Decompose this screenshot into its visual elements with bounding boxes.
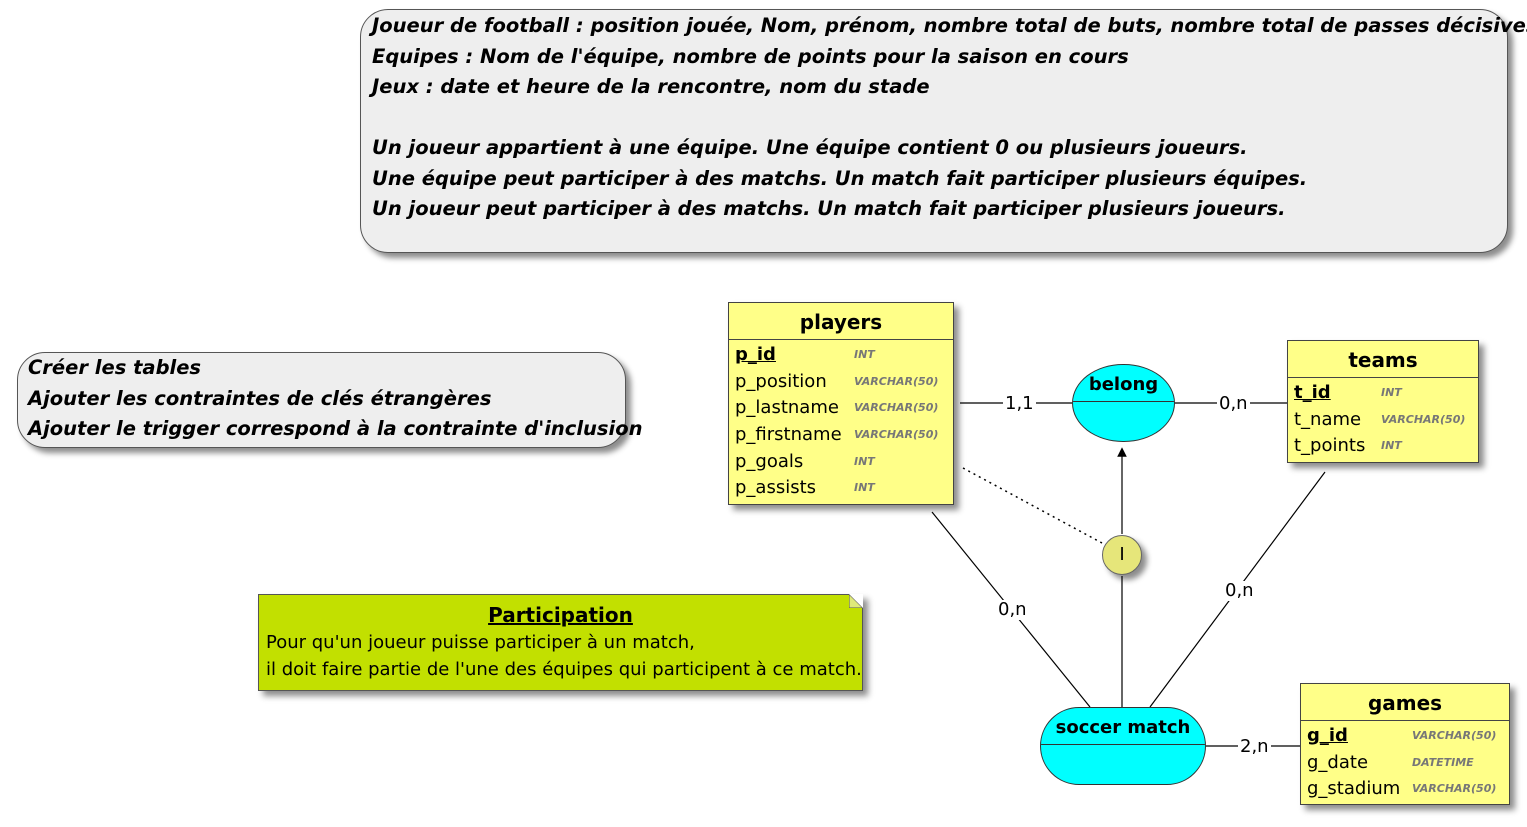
games-attr-row: g_id VARCHAR(50)	[1307, 723, 1509, 750]
attr-name: p_lastname	[735, 397, 839, 419]
players-attr-row: p_position VARCHAR(50)	[735, 369, 953, 396]
attr-type: VARCHAR(50)	[854, 428, 939, 442]
attr-name: p_id	[735, 344, 776, 365]
attr-type: INT	[854, 348, 875, 361]
note-line: Un joueur appartient à une équipe. Une é…	[372, 136, 1248, 159]
attr-name: p_position	[735, 370, 827, 392]
belong-association[interactable]: belong	[1072, 364, 1175, 442]
memo-fold-corner	[849, 594, 863, 608]
cardinality-players-belong: 1,1	[1003, 393, 1036, 414]
note-line	[372, 103, 1507, 134]
teams-attr-row: t_id INT	[1294, 380, 1478, 407]
requirements-note: Joueur de football : position jouée, Nom…	[360, 9, 1527, 253]
dotted-constraint-players	[962, 467, 1103, 544]
attr-name: t_name	[1294, 408, 1362, 430]
attr-type: DATETIME	[1412, 755, 1474, 769]
players-attr-row: p_goals INT	[735, 449, 953, 476]
games-attr-row: g_date DATETIME	[1307, 750, 1509, 777]
attr-type: VARCHAR(50)	[1381, 412, 1466, 426]
memo-line: Pour qu'un joueur puisse participer à un…	[266, 632, 695, 653]
attr-type: INT	[854, 454, 875, 468]
participation-memo: Participation Pour qu'un joueur puisse p…	[258, 594, 863, 691]
games-attr-row: g_stadium VARCHAR(50)	[1307, 776, 1509, 803]
players-attr-row: p_lastname VARCHAR(50)	[735, 395, 953, 422]
teams-attr-row: t_name VARCHAR(50)	[1294, 407, 1478, 434]
teams-attr-row: t_points INT	[1294, 433, 1478, 460]
note-line: Joueur de football : position jouée, Nom…	[372, 14, 1527, 37]
attr-type: INT	[854, 481, 875, 495]
attr-name: t_id	[1294, 382, 1331, 403]
tasks-note: Créer les tables Ajouter les contraintes…	[17, 352, 643, 448]
soccer-match-title: soccer match	[1041, 708, 1205, 745]
task-line: Ajouter le trigger correspond à la contr…	[28, 417, 643, 440]
task-line: Ajouter les contraintes de clés étrangèr…	[28, 386, 492, 410]
attr-name: g_stadium	[1307, 778, 1401, 800]
attr-type: VARCHAR(50)	[854, 401, 939, 415]
attr-name: t_points	[1294, 435, 1366, 457]
attr-type: VARCHAR(50)	[1412, 729, 1497, 742]
attr-type: VARCHAR(50)	[1412, 782, 1497, 796]
attr-type: INT	[1381, 386, 1402, 399]
players-attr-row: p_assists INT	[735, 475, 953, 502]
teams-title: teams	[1288, 341, 1478, 378]
cardinality-belong-teams: 0,n	[1217, 393, 1250, 414]
cardinality-match-games: 2,n	[1238, 736, 1271, 757]
inclusion-constraint[interactable]: I	[1102, 535, 1142, 575]
attr-type: INT	[1381, 439, 1402, 453]
attr-name: g_date	[1307, 751, 1369, 773]
note-line: Jeux : date et heure de la rencontre, no…	[372, 75, 930, 98]
belong-title: belong	[1073, 365, 1174, 402]
attr-type: VARCHAR(50)	[854, 374, 939, 388]
cardinality-players-match: 0,n	[996, 599, 1029, 620]
cardinality-teams-match: 0,n	[1223, 580, 1256, 601]
players-attr-row: p_firstname VARCHAR(50)	[735, 422, 953, 449]
games-title: games	[1301, 684, 1509, 721]
note-line: Un joueur peut participer à des matchs. …	[372, 197, 1286, 220]
attr-name: p_assists	[735, 477, 817, 499]
soccer-match-association[interactable]: soccer match	[1040, 707, 1206, 785]
task-line: Créer les tables	[28, 356, 202, 379]
note-line: Equipes : Nom de l'équipe, nombre de poi…	[372, 44, 1129, 68]
attr-name: p_goals	[735, 450, 804, 472]
attr-name: p_firstname	[735, 424, 842, 446]
players-title: players	[729, 303, 953, 340]
memo-line: il doit faire partie de l'une des équipe…	[266, 659, 862, 680]
memo-title: Participation	[488, 603, 633, 627]
attr-name: g_id	[1307, 725, 1348, 746]
players-attr-row: p_id INT	[735, 342, 953, 369]
note-line: Une équipe peut participer à des matchs.…	[372, 166, 1308, 190]
